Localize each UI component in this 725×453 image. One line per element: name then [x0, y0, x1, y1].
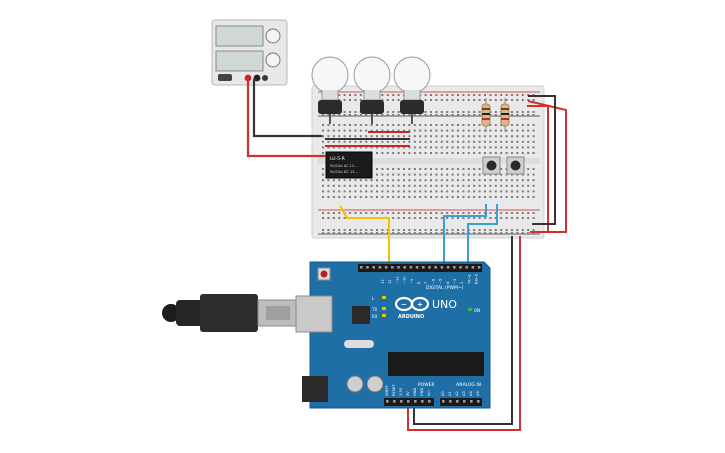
pin-label: A4	[469, 391, 473, 396]
wires	[246, 78, 567, 431]
current-knob[interactable]	[265, 52, 281, 68]
pin-label: 8	[417, 281, 421, 284]
microcontroller-chip	[388, 352, 484, 376]
wire-rail-red-top[interactable]	[527, 105, 549, 233]
wire-gnd-arduino[interactable]	[413, 236, 513, 425]
relay-module[interactable]: LU-5-R 5V/10A AC 12... 5V/10A DC 12...	[325, 151, 373, 179]
voltage-knob[interactable]	[265, 28, 281, 44]
pin-label: 13	[381, 279, 385, 284]
wire-rail-black[interactable]	[528, 95, 556, 225]
pin-label: RX←0	[475, 273, 479, 284]
digital-label: DIGITAL (PWM~)	[426, 285, 464, 291]
wire-yellow[interactable]	[339, 205, 390, 268]
pin-label: 4	[446, 281, 450, 284]
light-bulb-3[interactable]	[393, 56, 431, 124]
light-bulb-2[interactable]	[353, 56, 391, 124]
pin-label: 3.3V	[399, 387, 403, 396]
pin-label: ~6	[431, 278, 435, 284]
resistor-1[interactable]	[481, 98, 491, 132]
pin-label: GND	[420, 388, 424, 396]
arduino-logo: − +	[394, 296, 430, 312]
pin-label: GND	[413, 388, 417, 396]
pin-label: A1	[448, 391, 452, 396]
pin-label: 2	[460, 282, 464, 284]
wire-5v-arduino[interactable]	[407, 236, 521, 431]
wire-rail-red-right[interactable]	[527, 100, 567, 233]
pin-label: ~5	[439, 279, 443, 284]
wire-psu-positive[interactable]	[246, 80, 326, 158]
pin-label: Vin	[427, 390, 431, 396]
pin-label: A2	[455, 391, 459, 396]
relay-label-3: 5V/10A DC 12...	[330, 170, 358, 174]
relay-label-2: 5V/10A AC 12...	[330, 164, 357, 168]
light-bulb-1[interactable]	[311, 56, 349, 124]
wire-psu-negative[interactable]	[252, 78, 322, 138]
breadboard[interactable]	[311, 85, 545, 239]
push-button-2[interactable]	[506, 156, 525, 175]
pin-label: IOREF	[385, 385, 389, 396]
pin-label: ~10	[403, 276, 407, 284]
svg-text:+: +	[417, 301, 423, 309]
led-l-label: L	[372, 296, 375, 301]
power-label: POWER	[418, 382, 435, 388]
pin-label: 12	[388, 279, 392, 284]
positive-terminal[interactable]	[244, 74, 252, 82]
pin-label: 5V	[406, 391, 410, 396]
relay-label-1: LU-5-R	[330, 156, 345, 162]
wire-blue-1[interactable]	[443, 204, 487, 268]
led-tx-label: TX	[371, 307, 377, 312]
led-on-label: ON	[474, 308, 480, 313]
analog-label: ANALOG IN	[456, 382, 481, 388]
led-rx-label: RX	[372, 314, 378, 319]
pin-label: ~9	[410, 278, 414, 284]
board-brand: ARDUINO	[398, 314, 424, 320]
pin-label: A3	[462, 391, 466, 396]
pin-label: A5	[476, 391, 480, 396]
push-button-1[interactable]	[482, 156, 501, 175]
power-supply[interactable]	[211, 19, 288, 86]
svg-text:−: −	[401, 301, 407, 309]
pin-label: A0	[441, 391, 445, 396]
board-model: UNO	[432, 298, 457, 311]
header-pins	[360, 266, 481, 403]
wire-blue-2[interactable]	[467, 204, 498, 268]
pin-label: 7	[424, 282, 428, 284]
pin-label: TX→1	[467, 274, 471, 285]
pin-label: ~3	[453, 279, 457, 284]
pin-label: ~11	[395, 276, 399, 284]
arduino-uno-board[interactable]: − + UNO ARDUINO DIGITAL (PWM~) POWER ANA…	[295, 261, 491, 409]
pin-label: RESET	[392, 384, 396, 396]
resistor-2[interactable]	[500, 98, 510, 132]
usb-cable[interactable]	[162, 294, 299, 332]
